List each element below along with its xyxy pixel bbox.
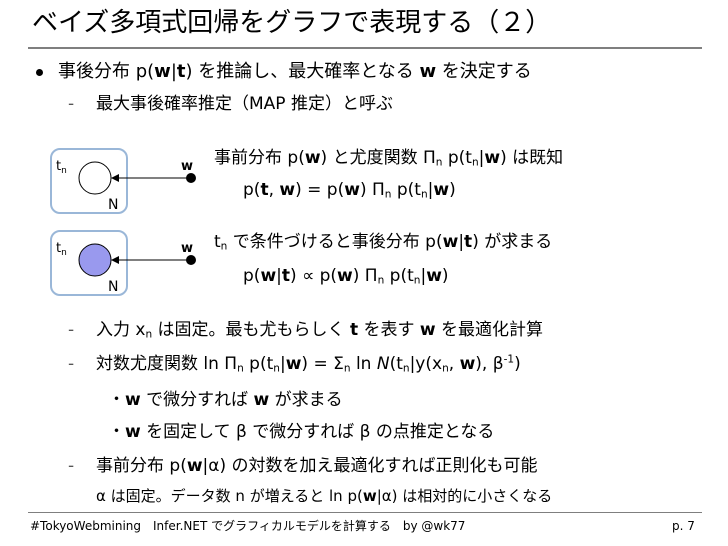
bullet-dot xyxy=(36,69,43,76)
dash-marker: - xyxy=(68,456,75,476)
title-divider xyxy=(28,47,702,49)
label-w: w xyxy=(181,159,193,174)
model2-desc: tn で条件づけると事後分布 p(w|t) が求まる xyxy=(214,232,553,253)
sub-map: 最大事後確率推定（MAP 推定）と呼ぶ xyxy=(96,94,393,114)
label-plate: N xyxy=(108,279,118,295)
model1-desc: 事前分布 p(w) と尤度関数 Πn p(tn|w) は既知 xyxy=(214,148,564,169)
sub-prior: 事前分布 p(w|α) の対数を加え最適化すれば正則化も可能 xyxy=(96,456,538,476)
node-t-observed xyxy=(78,243,112,277)
bullet-posterior: 事後分布 p(w|t) を推論し、最大確率となる w を決定する xyxy=(58,61,532,82)
note-alpha: α は固定。データ数 n が増えると ln p(w|α) は相対的に小さくなる xyxy=(96,487,553,505)
model1-equation: p(t, w) = p(w) Πn p(tn|w) xyxy=(243,180,456,201)
slide-title: ベイズ多項式回帰をグラフで表現する（２） xyxy=(32,8,552,38)
graph-model-posterior: tn w N xyxy=(50,230,196,296)
node-w xyxy=(186,173,196,183)
graph-model-joint: tn w N xyxy=(50,148,196,214)
sub-loglik: 対数尤度関数 ln Πn p(tn|w) = Σn ln N(tn|y(xn, … xyxy=(96,353,521,375)
label-t: tn xyxy=(56,159,67,176)
plate-box xyxy=(50,230,128,296)
model2-equation: p(w|t) ∝ p(w) Πn p(tn|w) xyxy=(243,266,449,287)
footer-divider xyxy=(28,512,702,513)
dash-marker: - xyxy=(68,94,75,114)
sub-input: 入力 xn は固定。最も尤もらしく t を表す w を最適化計算 xyxy=(96,320,544,341)
label-plate: N xyxy=(108,197,118,213)
label-w: w xyxy=(181,241,193,256)
point-differentiate-beta: ・w を固定して β で微分すれば β の点推定となる xyxy=(108,422,495,442)
dash-marker: - xyxy=(68,354,75,374)
node-w xyxy=(186,255,196,265)
arrow-head xyxy=(111,256,119,264)
plate-box xyxy=(50,148,128,214)
dash-marker: - xyxy=(68,320,75,340)
arrow-head xyxy=(111,174,119,182)
point-differentiate-w: ・w で微分すれば w が求まる xyxy=(108,390,343,410)
node-t xyxy=(78,161,112,195)
label-t: tn xyxy=(56,241,67,258)
page-number: p. 7 xyxy=(672,519,695,533)
footer-text: #TokyoWebmining Infer.NET でグラフィカルモデルを計算す… xyxy=(30,519,466,533)
